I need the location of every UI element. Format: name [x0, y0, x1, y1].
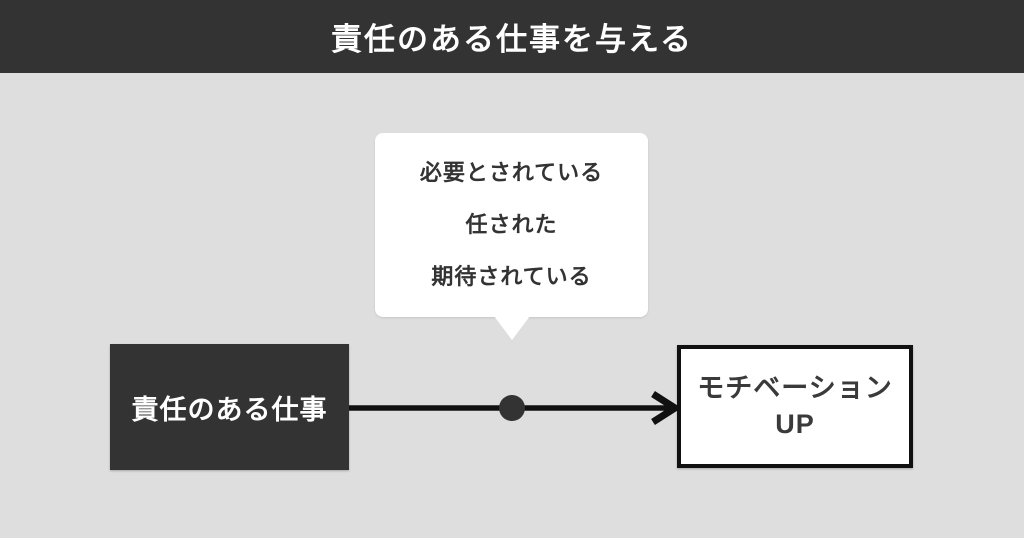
flow-arrow [349, 391, 682, 425]
target-node-label: モチベーション UP [697, 373, 893, 439]
arrowhead-icon [651, 391, 682, 425]
bubble-line-1: 必要とされている [419, 160, 604, 185]
header-bar: 責任のある仕事を与える [0, 0, 1024, 73]
arrow-midpoint-dot [499, 395, 525, 421]
page-title: 責任のある仕事を与える [330, 22, 694, 57]
bubble-line-3: 期待されている [431, 264, 592, 289]
diagram-canvas: 必要とされている 任された 期待されている 責任のある仕事 モチベーション UP [0, 73, 1024, 538]
target-node: モチベーション UP [677, 345, 913, 468]
source-node-label: 責任のある仕事 [131, 394, 328, 425]
bubble-tail [494, 316, 530, 340]
bubble-line-2: 任された [465, 212, 558, 237]
speech-bubble: 必要とされている 任された 期待されている [375, 133, 648, 317]
source-node: 責任のある仕事 [110, 344, 349, 470]
